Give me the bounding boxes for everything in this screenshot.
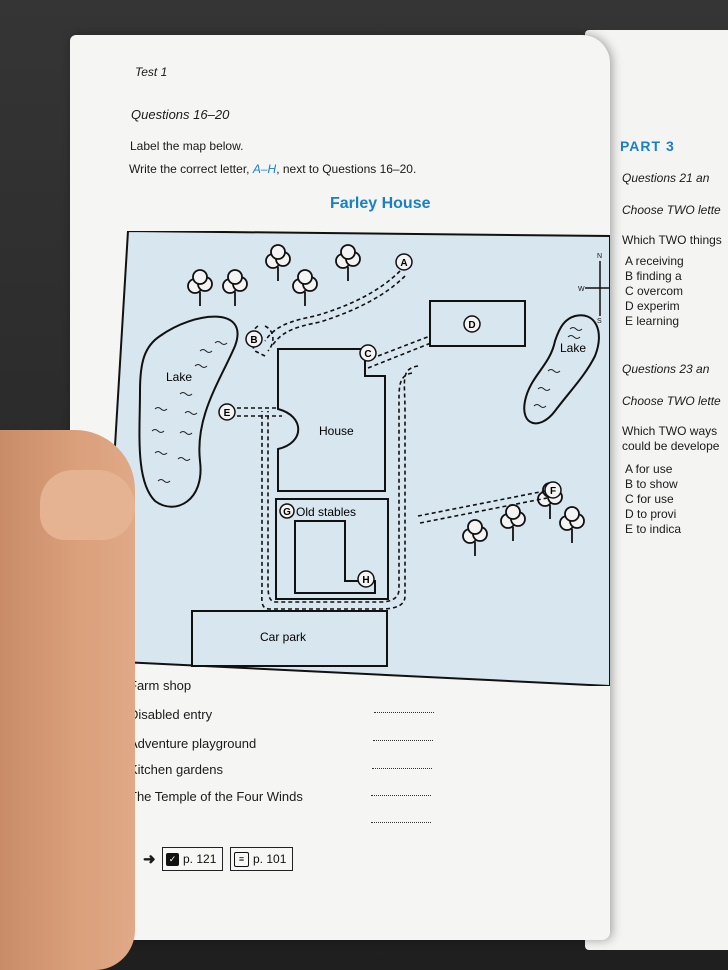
svg-text:G: G	[283, 507, 291, 518]
map-title: Farley House	[330, 195, 431, 212]
right-q23: Questions 23 an	[622, 362, 710, 376]
marker-h: H	[357, 570, 375, 588]
car-park-label: Car park	[260, 630, 307, 644]
svg-text:S: S	[597, 318, 602, 325]
answer-line-16[interactable]	[374, 712, 434, 713]
marker-g: G	[279, 503, 295, 519]
document-icon: ≡	[234, 852, 249, 868]
lake-left-label: Lake	[166, 370, 192, 384]
answer-line-19[interactable]	[371, 795, 431, 796]
svg-text:N: N	[597, 253, 602, 260]
marker-f: F	[544, 481, 562, 499]
house-building	[277, 348, 386, 492]
svg-text:H: H	[362, 575, 369, 586]
answer-reference: ✓p. 121	[162, 847, 224, 871]
marker-a: A	[395, 253, 413, 271]
answer-line-18[interactable]	[372, 768, 432, 769]
compass-icon: N W S	[578, 253, 610, 325]
right-part-heading: PART 3	[620, 138, 675, 154]
marker-d: D	[463, 315, 481, 333]
old-stables-label: Old stables	[296, 505, 356, 519]
right-choose1: Choose TWO lette	[622, 203, 721, 217]
thumb	[40, 470, 135, 540]
farley-house-map: Lake Lake	[100, 231, 610, 686]
svg-text:W: W	[578, 286, 585, 293]
trees-top	[187, 244, 361, 306]
right-which1: Which TWO things	[622, 233, 722, 247]
instruction-label: Label the map below.	[130, 139, 244, 153]
arrow-right-icon: ➜	[143, 851, 156, 868]
lake-right	[523, 314, 600, 425]
answer-line-20[interactable]	[371, 822, 431, 823]
house-label: House	[319, 424, 354, 438]
svg-text:E: E	[224, 408, 231, 419]
right-could: could be develope	[622, 439, 720, 453]
marker-c: C	[359, 344, 377, 362]
svg-text:B: B	[250, 335, 257, 346]
instruction-letters: Write the correct letter, A–H, next to Q…	[129, 162, 417, 176]
answer-line-17[interactable]	[373, 740, 433, 741]
svg-text:C: C	[364, 349, 371, 360]
questions-heading: Questions 16–20	[131, 107, 230, 122]
marker-b: B	[245, 330, 263, 348]
svg-text:D: D	[468, 320, 475, 331]
svg-text:F: F	[550, 486, 556, 497]
marker-e: E	[218, 403, 236, 421]
car-park	[191, 610, 388, 667]
test-label: Test 1	[135, 65, 168, 79]
key-icon: ✓	[166, 853, 179, 867]
right-q21: Questions 21 an	[622, 171, 710, 185]
transcript-reference: ≡p. 101	[230, 847, 294, 871]
lake-right-label: Lake	[560, 341, 586, 355]
right-which2: Which TWO ways	[622, 424, 718, 438]
right-choose2: Choose TWO lette	[622, 394, 721, 408]
svg-text:A: A	[400, 258, 407, 269]
